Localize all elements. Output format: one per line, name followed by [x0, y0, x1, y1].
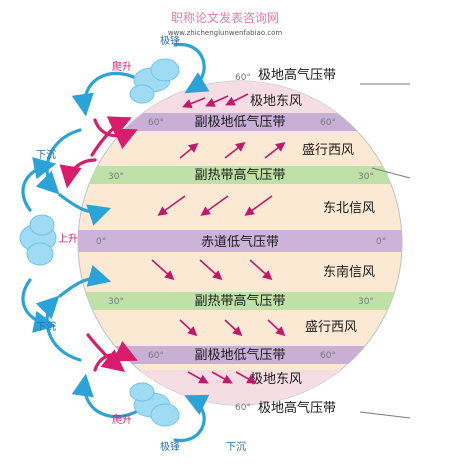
wind-arrow [179, 319, 198, 337]
lat-s30-left: 30° [108, 297, 124, 307]
ne-trades-label: 东北信风 [323, 201, 375, 216]
south-subtropical-high-label: 副热带高气压带 [194, 293, 285, 309]
south-rise-pink-arrow [86, 333, 125, 372]
north-subpolar-low-label: 副极地低气压带 [194, 114, 285, 130]
south-pole-sink-label: 下沉 [226, 440, 246, 453]
south-hadley-arrow [58, 265, 112, 298]
lat-s30-right: 30° [358, 297, 374, 307]
lat-n60-right: 60° [320, 118, 336, 128]
wind-arrow [205, 95, 229, 107]
wind-arrow [151, 259, 175, 281]
wind-arrow [179, 142, 199, 159]
lat-eq-left: 0° [96, 237, 106, 247]
cloud-north [129, 58, 180, 104]
equator-up-south-arrow [21, 278, 57, 333]
lat-n60-left: 60° [148, 118, 164, 128]
wind-arrow [225, 93, 249, 106]
wind-arrow [200, 195, 229, 216]
watermark-url: www.zhichenglunwenfabiao.com [168, 29, 283, 37]
wind-arrow [157, 195, 186, 216]
lat-n90-mark: 60° [235, 73, 251, 83]
wind-arrow [224, 319, 243, 337]
south-front-label: 极锋 [160, 440, 180, 453]
south-sink-arrow [35, 295, 82, 362]
south-polar-right-arrow [173, 394, 210, 442]
se-trades-label: 东南信风 [323, 264, 375, 280]
equatorial-low-label: 赤道低气压带 [201, 234, 279, 250]
north-front-label: 极锋 [160, 34, 180, 47]
wind-arrow [235, 371, 257, 384]
north-rise-pink-arrow [90, 116, 132, 157]
lat-n30-right: 30° [358, 172, 374, 182]
wind-arrow [224, 142, 246, 159]
cloud-south [129, 382, 180, 427]
north-descent-arrow [59, 158, 97, 189]
north-sink-label: 下沉 [36, 148, 56, 161]
lat-s60-right: 60° [320, 351, 336, 361]
equator-rise-label: 上升 [58, 233, 78, 245]
north-subtropical-high-label: 副热带高气压带 [194, 167, 285, 183]
south-sink-label: 下沉 [36, 320, 56, 333]
north-rise-label: 爬升 [112, 61, 132, 73]
wind-arrow [244, 195, 273, 216]
lat-s60-left: 60° [148, 351, 164, 361]
north-westerlies-label: 盛行西风 [302, 143, 354, 158]
equatorial-low-band [78, 230, 402, 252]
lat-n30-left: 30° [108, 172, 124, 182]
circulation-cells [21, 43, 210, 442]
wind-arrow [267, 319, 286, 337]
wind-arrow [264, 142, 286, 159]
south-polar-high-label: 极地高气压带 [258, 400, 336, 416]
wind-arrow [199, 259, 223, 281]
south-polar-easterlies-label: 极地东风 [250, 372, 302, 387]
south-subtropical-high-band [78, 292, 402, 310]
polar-cell-right-arrow [173, 43, 210, 94]
cloud-equator [19, 214, 57, 266]
wind-arrow [187, 371, 209, 384]
north-polar-high-label: 极地高气压带 [258, 67, 336, 83]
wind-arrow [249, 259, 273, 281]
north-subtropical-high-band [78, 166, 402, 184]
north-subtropic-leader [371, 167, 411, 179]
south-westerlies-label: 盛行西风 [305, 320, 357, 335]
wind-arrow [211, 371, 233, 384]
equator-up-north-arrow [21, 157, 57, 212]
north-polar-easterlies-label: 极地东风 [250, 94, 302, 109]
surface-wind-arrows [151, 93, 286, 384]
south-polar-leader [359, 411, 411, 419]
watermark-site: 职称论文发表咨询网 [171, 10, 279, 25]
south-subpolar-low-band [78, 346, 402, 364]
south-rise-label: 爬升 [112, 414, 132, 426]
north-subpolar-low-band [78, 113, 402, 131]
south-subpolar-low-label: 副极地低气压带 [194, 347, 285, 363]
wind-arrow [182, 97, 206, 109]
hadley-surface-arrow [58, 193, 112, 226]
lat-s90-mark: 60° [235, 403, 251, 413]
lat-eq-right: 0° [376, 237, 386, 247]
